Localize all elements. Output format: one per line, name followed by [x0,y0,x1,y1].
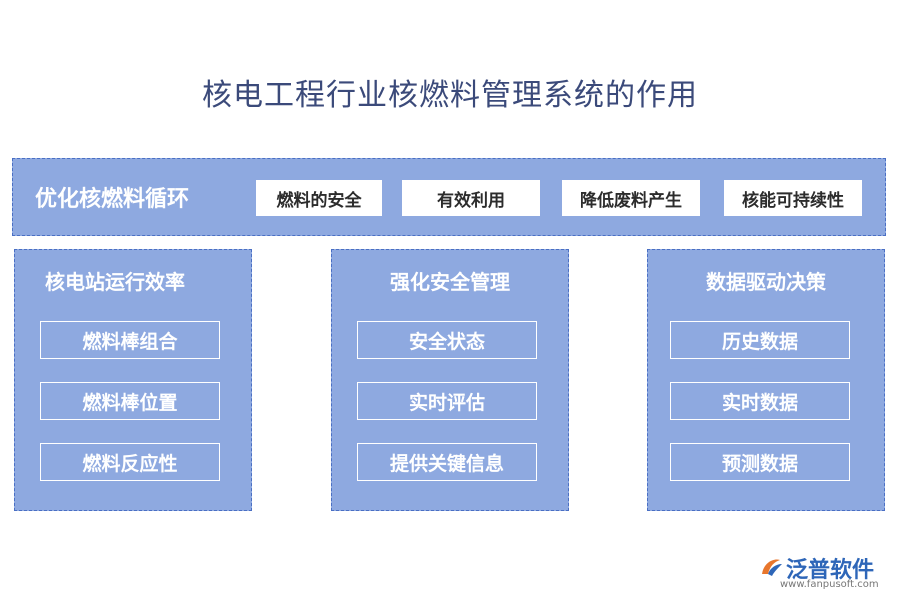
top-item-fuel-safety: 燃料的安全 [255,179,383,217]
top-item-waste-reduction: 降低废料产生 [561,179,701,217]
column-item: 安全状态 [357,321,537,359]
column-title: 数据驱动决策 [706,270,826,294]
column-item: 预测数据 [670,443,850,481]
column-data-driven-decision: 数据驱动决策 历史数据 实时数据 预测数据 [647,249,885,511]
logo-text: 泛普软件 [786,558,875,583]
page-title: 核电工程行业核燃料管理系统的作用 [202,78,698,113]
top-item-efficient-use: 有效利用 [401,179,541,217]
top-item-sustainability: 核能可持续性 [723,179,863,217]
column-safety-management: 强化安全管理 安全状态 实时评估 提供关键信息 [331,249,569,511]
column-operation-efficiency: 核电站运行效率 燃料棒组合 燃料棒位置 燃料反应性 [14,249,252,511]
brand-logo: 泛普软件 www.fanpusoft.com [758,552,888,592]
column-item: 燃料棒组合 [40,321,220,359]
logo-icon [762,559,782,576]
column-item: 实时评估 [357,382,537,420]
column-title: 强化安全管理 [390,270,510,294]
top-row-panel: 优化核燃料循环 燃料的安全 有效利用 降低废料产生 核能可持续性 [12,158,886,236]
column-item: 实时数据 [670,382,850,420]
logo-url: www.fanpusoft.com [780,579,879,590]
column-title: 核电站运行效率 [45,270,185,294]
column-item: 燃料棒位置 [40,382,220,420]
column-item: 提供关键信息 [357,443,537,481]
column-item: 历史数据 [670,321,850,359]
column-item: 燃料反应性 [40,443,220,481]
top-row-label: 优化核燃料循环 [35,186,190,212]
